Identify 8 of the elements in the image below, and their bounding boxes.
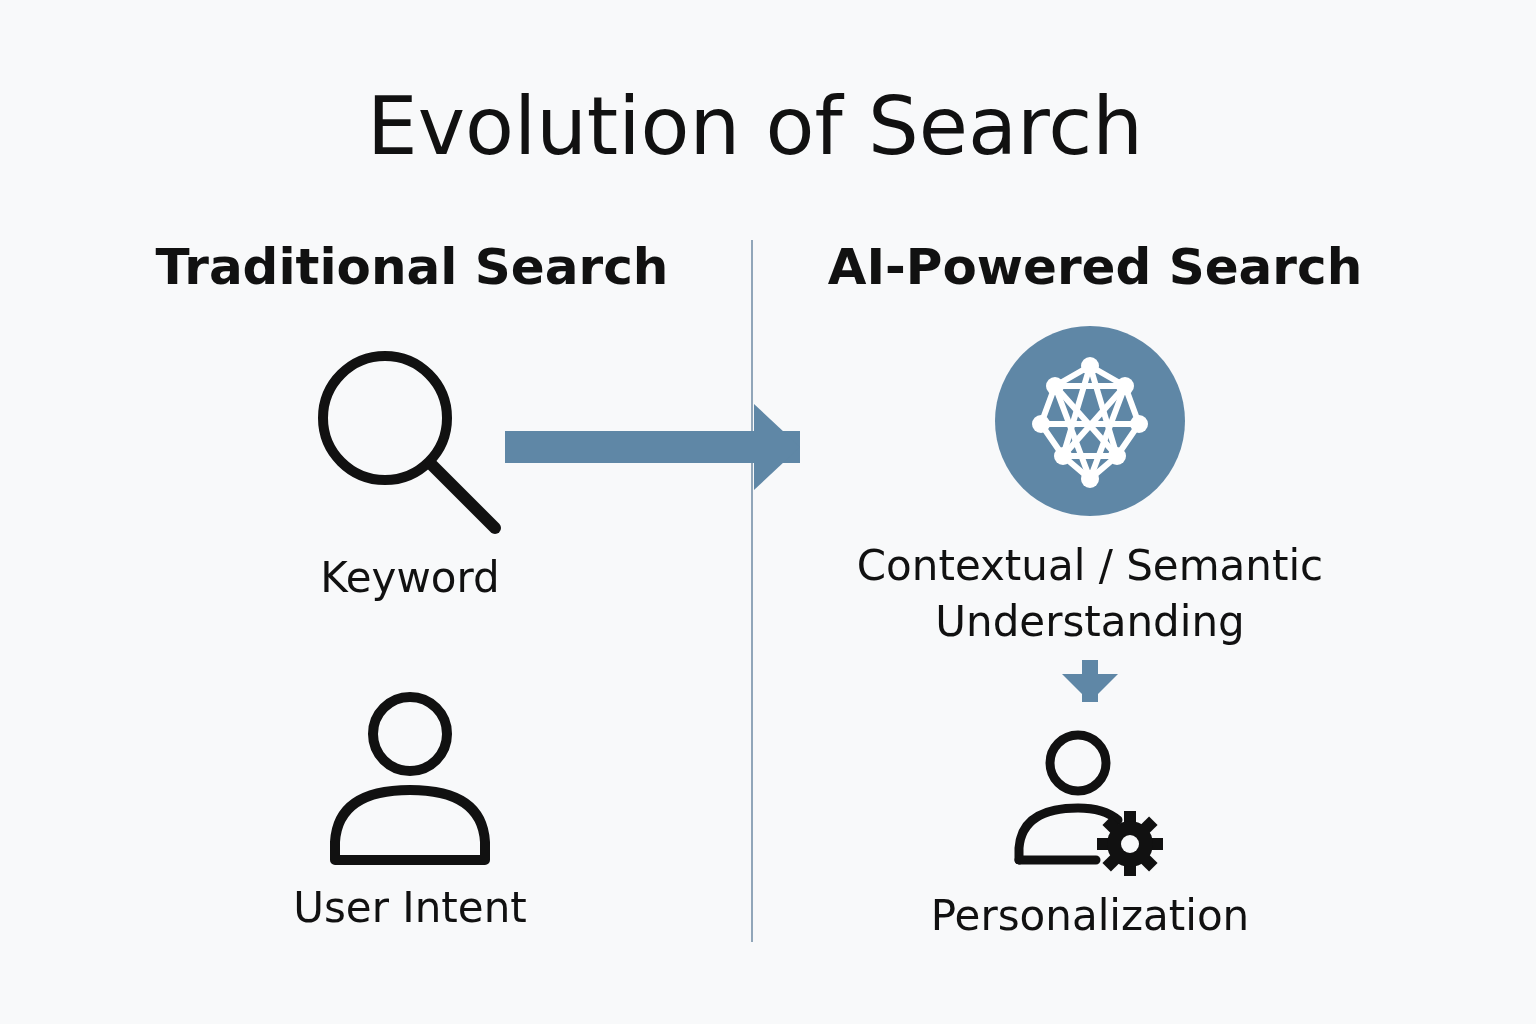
column-heading: Traditional Search <box>154 238 670 296</box>
icon-caption: Contextual / Semantic Understanding <box>855 540 1325 648</box>
title: Evolution of Search <box>366 80 1144 173</box>
arrow <box>1062 660 1118 702</box>
column-heading: AI-Powered Search <box>826 238 1364 296</box>
icon-caption: Personalization <box>930 890 1250 942</box>
icon-caption: Keyword <box>320 552 500 604</box>
icon-caption: User Intent <box>293 882 527 934</box>
